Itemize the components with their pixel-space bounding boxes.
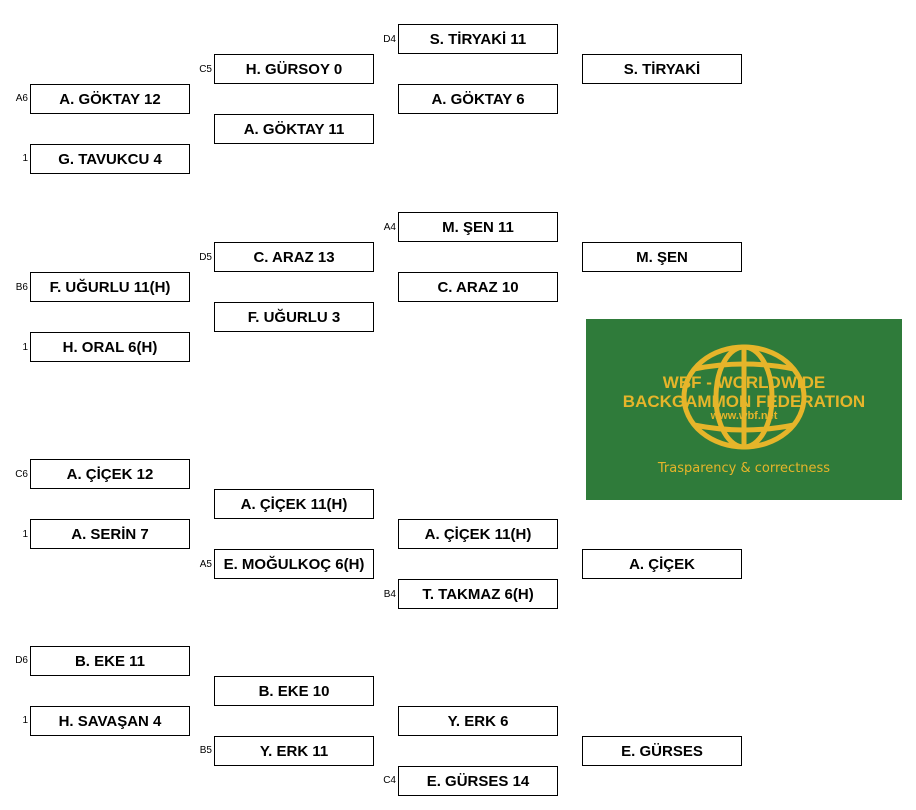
match-box-r2: Y. ERK 11 [214,736,374,766]
match-box-r3: Y. ERK 6 [398,706,558,736]
match-box-r3: M. ŞEN 11 [398,212,558,242]
logo-line-1: WBF - WORLDWIDE [662,373,826,392]
winner-box: M. ŞEN [582,242,742,272]
match-box-r1: H. SAVAŞAN 4 [30,706,190,736]
match-box-r3: S. TİRYAKİ 11 [398,24,558,54]
logo-url: www.wbf.net [710,410,778,422]
match-box-r3: C. ARAZ 10 [398,272,558,302]
seed-label: B4 [383,589,396,600]
seed-label: B5 [199,745,212,756]
globe-icon [681,344,807,450]
seed-label: C5 [199,64,212,75]
match-box-r3: A. ÇİÇEK 11(H) [398,519,558,549]
seed-label: C4 [383,775,396,786]
match-box-r3: E. GÜRSES 14 [398,766,558,796]
match-box-r1: H. ORAL 6(H) [30,332,190,362]
seed-label: 1 [22,153,28,164]
match-box-r2: C. ARAZ 13 [214,242,374,272]
match-box-r1: A. ÇİÇEK 12 [30,459,190,489]
seed-label: 1 [22,529,28,540]
seed-label: D6 [15,655,28,666]
match-box-r3: A. GÖKTAY 6 [398,84,558,114]
seed-label: 1 [22,342,28,353]
seed-label: 1 [22,715,28,726]
match-box-r1: F. UĞURLU 11(H) [30,272,190,302]
seed-label: C6 [15,469,28,480]
wbf-logo: WBF - WORLDWIDE BACKGAMMON FEDERATION ww… [586,319,902,500]
seed-label: A4 [383,222,396,233]
match-box-r2: E. MOĞULKOÇ 6(H) [214,549,374,579]
match-box-r1: A. GÖKTAY 12 [30,84,190,114]
logo-tagline: Trasparency & correctness [657,461,831,476]
match-box-r2: A. GÖKTAY 11 [214,114,374,144]
match-box-r2: B. EKE 10 [214,676,374,706]
match-box-r2: H. GÜRSOY 0 [214,54,374,84]
seed-label: D4 [383,34,396,45]
winner-box: E. GÜRSES [582,736,742,766]
winner-box: S. TİRYAKİ [582,54,742,84]
match-box-r1: G. TAVUKCU 4 [30,144,190,174]
match-box-r2: F. UĞURLU 3 [214,302,374,332]
logo-line-2: BACKGAMMON FEDERATION [622,392,866,411]
match-box-r3: T. TAKMAZ 6(H) [398,579,558,609]
seed-label: A5 [199,559,212,570]
match-box-r1: A. SERİN 7 [30,519,190,549]
match-box-r1: B. EKE 11 [30,646,190,676]
seed-label: A6 [15,93,28,104]
winner-box: A. ÇİÇEK [582,549,742,579]
match-box-r2: A. ÇİÇEK 11(H) [214,489,374,519]
seed-label: B6 [15,282,28,293]
seed-label: D5 [199,252,212,263]
